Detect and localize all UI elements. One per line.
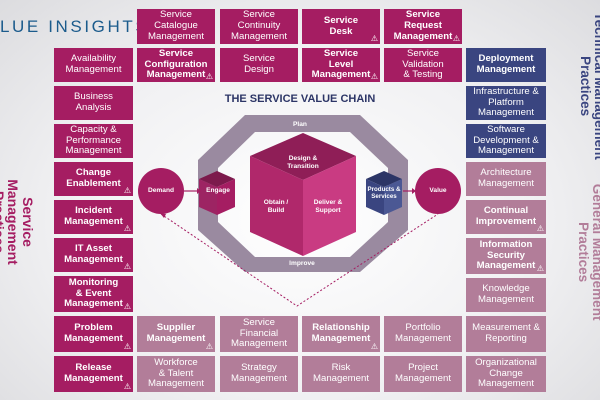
chain-label-improve: Improve bbox=[289, 260, 315, 267]
warning-triangle-icon: ⚠ bbox=[123, 262, 131, 271]
practice-label: Architecture Management bbox=[478, 167, 534, 189]
practice-label: Service Validation & Testing bbox=[402, 47, 444, 81]
warning-triangle-icon: ⚠ bbox=[123, 382, 131, 391]
chain-label-demand: Demand bbox=[147, 187, 174, 194]
practice-label: Continual Improvement bbox=[475, 205, 537, 227]
practice-label: Service Desk bbox=[323, 14, 359, 37]
service-management-side-label: Service Management Practices bbox=[0, 179, 37, 265]
practice-label: Information Security Management bbox=[476, 238, 536, 272]
practice-release[interactable]: Release Management⚠ bbox=[54, 356, 133, 392]
warning-triangle-icon: ⚠ bbox=[205, 72, 213, 81]
practice-label: Relationship Management bbox=[311, 322, 371, 344]
practice-problem[interactable]: Problem Management⚠ bbox=[54, 316, 133, 352]
practice-service-desk[interactable]: Service Desk ⚠ bbox=[302, 9, 380, 44]
practice-service-continuity[interactable]: Service Continuity Management bbox=[220, 9, 298, 44]
practice-label: Service Financial Management bbox=[231, 316, 287, 350]
practice-label: Software Development & Management bbox=[473, 123, 539, 157]
chain-label-value: Value bbox=[429, 187, 447, 194]
warning-triangle-icon: ⚠ bbox=[205, 342, 213, 351]
practice-label: Change Enablement bbox=[66, 167, 121, 189]
practice-label: Monitoring & Event Management bbox=[64, 276, 123, 310]
practice-deployment[interactable]: Deployment Management bbox=[466, 48, 546, 82]
practice-label: Service Request Management bbox=[393, 9, 453, 42]
practice-label: Service Continuity Management bbox=[231, 9, 287, 42]
practice-strategy[interactable]: Strategy Management bbox=[220, 356, 298, 392]
practice-label: Organizational Change Management bbox=[475, 356, 537, 390]
practice-service-validation[interactable]: Service Validation & Testing bbox=[384, 48, 462, 82]
practice-relationship[interactable]: Relationship Management⚠ bbox=[302, 316, 380, 352]
practice-label: Workforce & Talent Management bbox=[148, 356, 204, 390]
practice-label: Deployment Management bbox=[476, 53, 536, 75]
practice-label: Portfolio Management bbox=[395, 322, 451, 344]
practice-change-enablement[interactable]: Change Enablement⚠ bbox=[54, 162, 133, 196]
practice-project[interactable]: Project Management bbox=[384, 356, 462, 392]
practice-it-asset[interactable]: IT Asset Management⚠ bbox=[54, 238, 133, 272]
technical-management-side-label: Technical Management Practices bbox=[578, 12, 600, 160]
general-management-side-label: General Management Practices bbox=[576, 183, 600, 321]
practice-information-security[interactable]: Information Security Management⚠ bbox=[466, 238, 546, 274]
practice-label: Capacity & Performance Management bbox=[65, 123, 122, 157]
practice-label: Service Configuration Management bbox=[144, 47, 208, 81]
practice-service-catalogue[interactable]: Service Catalogue Management bbox=[137, 9, 215, 44]
practice-label: IT Asset Management bbox=[64, 243, 123, 265]
practice-supplier[interactable]: Supplier Management⚠ bbox=[137, 316, 215, 352]
chain-label-products-services: Products & Services bbox=[367, 186, 401, 201]
practice-label: Risk Management bbox=[313, 362, 369, 384]
practice-monitoring-event[interactable]: Monitoring & Event Management⚠ bbox=[54, 276, 133, 312]
practice-label: Release Management bbox=[64, 362, 123, 384]
warning-triangle-icon: ⚠ bbox=[536, 264, 544, 273]
practice-business-analysis[interactable]: Business Analysis bbox=[54, 86, 133, 120]
brand-logo: LUE INSIGHTS bbox=[0, 17, 150, 36]
chain-label-obtain-build: Obtain / Build bbox=[263, 199, 289, 214]
practice-label: Availability Management bbox=[65, 53, 122, 75]
warning-triangle-icon: ⚠ bbox=[123, 186, 131, 195]
practice-service-level[interactable]: Service Level Management⚠ bbox=[302, 48, 380, 82]
practice-architecture[interactable]: Architecture Management bbox=[466, 162, 546, 196]
practice-organizational-change[interactable]: Organizational Change Management bbox=[466, 356, 546, 392]
diagram-title: THE SERVICE VALUE CHAIN bbox=[224, 93, 376, 105]
practice-infrastructure-platform[interactable]: Infrastructure & Platform Management bbox=[466, 86, 546, 120]
practice-label: Service Level Management bbox=[311, 47, 371, 81]
practice-label: Infrastructure & Platform Management bbox=[473, 85, 539, 119]
practice-service-configuration[interactable]: Service Configuration Management⚠ bbox=[137, 48, 215, 82]
practice-continual-improvement[interactable]: Continual Improvement⚠ bbox=[466, 200, 546, 234]
practice-software-development[interactable]: Software Development & Management bbox=[466, 124, 546, 158]
practice-capacity-performance[interactable]: Capacity & Performance Management bbox=[54, 124, 133, 158]
practice-label: Business Analysis bbox=[74, 91, 113, 113]
practice-risk[interactable]: Risk Management bbox=[302, 356, 380, 392]
warning-triangle-icon: ⚠ bbox=[370, 342, 378, 351]
practice-service-request[interactable]: Service Request Management⚠ bbox=[384, 9, 462, 44]
practice-portfolio[interactable]: Portfolio Management bbox=[384, 316, 462, 352]
chain-label-deliver-support: Deliver & Support bbox=[313, 199, 343, 214]
chain-label-plan: Plan bbox=[293, 121, 307, 128]
warning-triangle-icon: ⚠ bbox=[370, 34, 378, 43]
practice-service-financial[interactable]: Service Financial Management bbox=[220, 316, 298, 352]
practice-label: Project Management bbox=[395, 362, 451, 384]
warning-triangle-icon: ⚠ bbox=[452, 34, 460, 43]
warning-triangle-icon: ⚠ bbox=[123, 342, 131, 351]
chain-label-design-transition: Design & Transition bbox=[287, 155, 319, 170]
practice-measurement-reporting[interactable]: Measurement & Reporting bbox=[466, 316, 546, 352]
practice-label: Strategy Management bbox=[231, 362, 287, 384]
warning-triangle-icon: ⚠ bbox=[536, 224, 544, 233]
practice-label: Measurement & Reporting bbox=[472, 322, 540, 344]
practice-incident[interactable]: Incident Management⚠ bbox=[54, 200, 133, 234]
practice-knowledge[interactable]: Knowledge Management bbox=[466, 278, 546, 312]
warning-triangle-icon: ⚠ bbox=[370, 72, 378, 81]
chain-label-engage: Engage bbox=[206, 187, 230, 194]
warning-triangle-icon: ⚠ bbox=[123, 224, 131, 233]
practice-service-design[interactable]: Service Design bbox=[220, 48, 298, 82]
practice-label: Service Design bbox=[243, 53, 275, 75]
practice-workforce-talent[interactable]: Workforce & Talent Management bbox=[137, 356, 215, 392]
practice-label: Knowledge Management bbox=[478, 283, 534, 305]
warning-triangle-icon: ⚠ bbox=[123, 302, 131, 311]
practice-label: Supplier Management bbox=[146, 322, 206, 344]
practice-label: Service Catalogue Management bbox=[148, 9, 204, 42]
practice-label: Incident Management bbox=[64, 205, 123, 227]
practice-label: Problem Management bbox=[64, 322, 123, 344]
practice-availability[interactable]: Availability Management bbox=[54, 48, 133, 82]
